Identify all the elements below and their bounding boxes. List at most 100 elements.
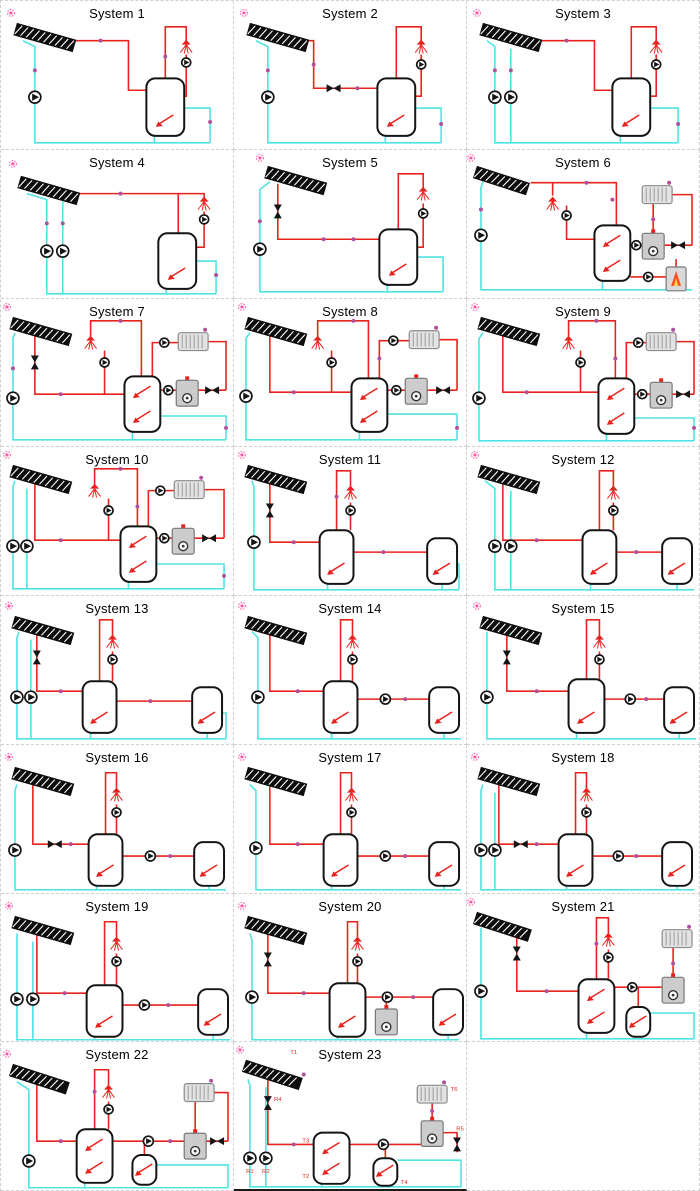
- system-cell: System 16: [1, 744, 234, 894]
- cold-pipe: [650, 107, 679, 143]
- radiator-icon: [183, 1078, 215, 1103]
- system-diagram: [471, 302, 697, 442]
- pump-icon: [261, 90, 275, 104]
- cold-pipe: [415, 107, 442, 143]
- sensor-dot: [214, 272, 219, 277]
- storage-tank: [75, 1128, 114, 1185]
- pump-icon: [636, 388, 648, 399]
- system-cell: System 6: [467, 149, 700, 299]
- pump-icon: [111, 955, 122, 967]
- hot-pipe: [676, 340, 695, 394]
- sun-icon: [256, 153, 264, 162]
- system-diagram: [5, 901, 231, 1041]
- solar-collector-icon: [244, 316, 308, 346]
- sensor-dot: [118, 191, 123, 196]
- shower-icon: [416, 186, 430, 201]
- radiator-icon: [177, 327, 209, 351]
- sensor-dot: [44, 221, 49, 226]
- cold-pipe: [387, 412, 458, 440]
- system-cell: System 14: [234, 596, 467, 745]
- system-diagram: [253, 153, 444, 293]
- sensor-label: T3: [302, 1139, 310, 1145]
- hot-pipe: [565, 205, 595, 240]
- pump-icon: [379, 850, 392, 862]
- cold-pipe: [480, 784, 568, 891]
- sensor-dot: [610, 197, 615, 202]
- hot-pipe: [630, 25, 657, 79]
- solar-collector-icon: [17, 175, 81, 205]
- sensor-dot: [321, 237, 326, 241]
- system-diagram: [3, 451, 227, 590]
- hot-pipe: [335, 470, 352, 531]
- sensor-dot: [291, 389, 296, 394]
- hot-pipe: [36, 633, 83, 692]
- solar-collector-icon: [246, 22, 310, 53]
- sensor-dot: [644, 697, 649, 702]
- pump-icon: [488, 539, 502, 554]
- pump-icon: [603, 951, 614, 963]
- shower-icon: [606, 485, 620, 500]
- sensor-dot: [301, 990, 306, 995]
- sun-icon: [467, 153, 475, 162]
- sensor-dot: [168, 853, 173, 858]
- system-cell: System 13: [1, 596, 234, 745]
- pump-icon: [488, 843, 502, 857]
- cold-pipe: [184, 107, 211, 143]
- pump-icon: [103, 505, 114, 517]
- sensor-dot: [135, 504, 140, 509]
- shower-icon: [106, 634, 119, 649]
- pump-icon: [99, 356, 110, 368]
- pump-icon: [381, 990, 394, 1003]
- hot-pipe: [269, 482, 320, 544]
- shower-icon: [84, 335, 97, 350]
- sensor-dot: [334, 494, 339, 499]
- storage-tank: [426, 537, 459, 586]
- hot-pipe: [208, 340, 227, 390]
- sun-icon: [471, 752, 479, 761]
- pump-icon: [346, 806, 357, 818]
- pump-icon: [642, 271, 654, 282]
- system-diagram: [238, 901, 465, 1041]
- pump-icon: [650, 59, 662, 70]
- solar-collector-icon: [472, 165, 530, 196]
- storage-tank: [378, 228, 419, 286]
- cold-pipe: [16, 631, 92, 740]
- shower-icon: [344, 485, 357, 500]
- cold-pipe: [255, 39, 387, 144]
- storage-tank: [597, 376, 636, 435]
- solar-collector-icon: [11, 915, 75, 945]
- shower-icon: [345, 787, 358, 802]
- sensor-dot: [439, 121, 444, 126]
- sensor-dot: [594, 318, 599, 323]
- pump-icon: [8, 843, 22, 857]
- pump-icon: [608, 505, 619, 517]
- sensor-dot: [564, 38, 569, 43]
- pump-icon: [6, 390, 20, 405]
- boiler-icon: [374, 1004, 398, 1035]
- sensor-dot: [403, 853, 408, 858]
- pump-icon: [347, 654, 358, 665]
- cold-pipe: [650, 1011, 695, 1039]
- sensor-dot: [613, 356, 618, 360]
- cold-pipe: [156, 563, 225, 590]
- cold-pipe: [259, 180, 389, 293]
- boiler-icon: [175, 375, 199, 407]
- hot-pipe: [567, 319, 617, 378]
- system-cell: System 20: [234, 893, 467, 1043]
- valve-icon: [202, 534, 217, 543]
- hot-pipe: [34, 334, 125, 395]
- sensor-dot: [534, 689, 539, 694]
- shower-icon: [546, 196, 560, 211]
- sun-icon: [467, 897, 475, 906]
- storage-tank: [581, 529, 618, 586]
- pump-icon: [352, 955, 363, 967]
- hot-pipe: [164, 25, 187, 79]
- gas-boiler-icon: [665, 266, 687, 292]
- system-diagram: [240, 9, 444, 144]
- valve-icon: [32, 650, 41, 665]
- valve-icon: [210, 1137, 225, 1146]
- valve-icon: [273, 204, 282, 219]
- solar-collector-icon: [8, 1064, 70, 1095]
- hot-pipe: [93, 468, 139, 527]
